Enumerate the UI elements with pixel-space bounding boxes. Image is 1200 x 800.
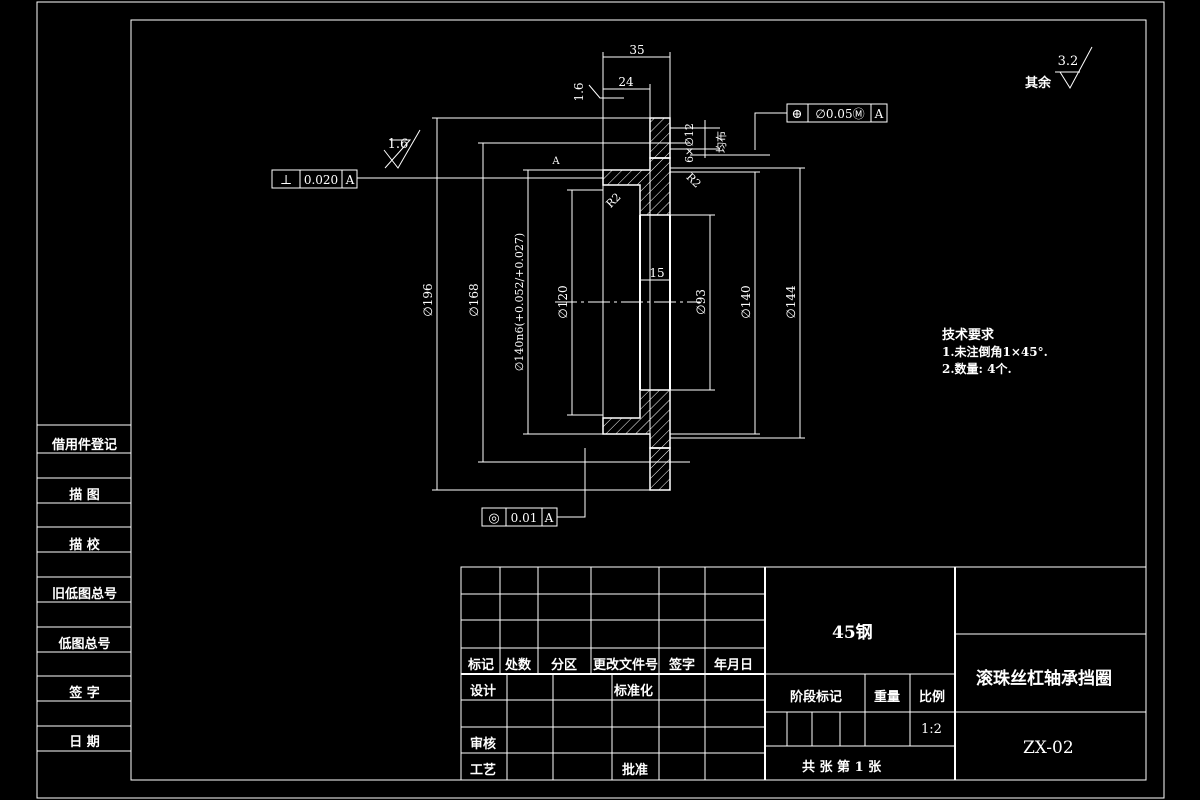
label-stage: 阶段标记 xyxy=(790,690,843,705)
dim-d168: ∅168 xyxy=(467,283,481,316)
side-label-borrow: 借用件登记 xyxy=(51,438,117,453)
dim-r2b: R2 xyxy=(683,171,703,191)
dim-15: 15 xyxy=(649,266,664,280)
sheets: 共 张 第 1 张 xyxy=(802,760,882,775)
side-label-date: 日 期 xyxy=(69,735,100,750)
side-label-sign: 签 字 xyxy=(69,686,100,701)
dim-r2a: R2 xyxy=(604,191,624,211)
dim-d120: ∅120 xyxy=(556,285,570,318)
roughness-other-label: 其余 xyxy=(1025,76,1052,91)
side-label-old-no: 旧低图总号 xyxy=(51,587,117,602)
dim-d196: ∅196 xyxy=(421,283,435,316)
dim-d93: ∅93 xyxy=(694,289,708,315)
header-count: 处数 xyxy=(505,658,532,673)
header-mark: 标记 xyxy=(468,658,495,673)
part-name: 滚珠丝杠轴承挡圈 xyxy=(976,669,1112,689)
label-review: 审核 xyxy=(470,737,497,752)
side-label-trace: 描 图 xyxy=(69,488,100,503)
conc-datum: A xyxy=(544,511,554,525)
roughness-other-value: 3.2 xyxy=(1058,54,1079,69)
label-process: 工艺 xyxy=(470,763,497,778)
perp-datum: A xyxy=(345,173,355,187)
side-label-total-no: 低图总号 xyxy=(58,637,111,652)
scale-value: 1:2 xyxy=(921,722,942,737)
pos-symbol: ⊕ xyxy=(792,107,803,122)
dim-d140n6: ∅140n6(+0.052/+0.027) xyxy=(513,233,526,371)
label-design: 设计 xyxy=(470,684,497,699)
label-weight: 重量 xyxy=(874,690,901,705)
dim-24: 24 xyxy=(618,75,634,89)
label-scale: 比例 xyxy=(919,690,946,705)
side-label-check: 描 校 xyxy=(69,538,100,553)
dim-35: 35 xyxy=(629,43,644,57)
roughness-r1: 1.6 xyxy=(388,137,409,152)
header-zone: 分区 xyxy=(551,658,578,673)
conc-value: 0.01 xyxy=(511,511,538,525)
perp-value: 0.020 xyxy=(304,173,338,187)
label-standard: 标准化 xyxy=(614,684,654,699)
drawing-number: ZX-02 xyxy=(1023,738,1074,758)
pos-datum: A xyxy=(874,107,884,121)
tech-title: 技术要求 xyxy=(942,328,995,343)
header-date: 年月日 xyxy=(714,658,754,673)
perp-symbol: ⊥ xyxy=(280,173,292,188)
datum-a: A xyxy=(551,156,560,167)
header-change-doc: 更改文件号 xyxy=(593,658,659,673)
header-sign: 签字 xyxy=(669,658,696,673)
tech-line-1: 1.未注倒角1×45°. xyxy=(942,345,1048,359)
label-approve: 批准 xyxy=(622,763,649,778)
pos-value: ∅0.05Ⓜ xyxy=(815,107,864,121)
dim-even: 均布 xyxy=(715,131,728,153)
tech-line-2: 2.数量: 4个. xyxy=(942,362,1012,376)
conc-symbol: ◎ xyxy=(488,511,499,526)
dim-d140: ∅140 xyxy=(739,285,753,318)
roughness-r2: 1.6 xyxy=(572,82,586,101)
material: 45钢 xyxy=(832,623,873,643)
dim-holes: 6×∅12 xyxy=(683,123,696,163)
dim-d144: ∅144 xyxy=(784,285,798,319)
